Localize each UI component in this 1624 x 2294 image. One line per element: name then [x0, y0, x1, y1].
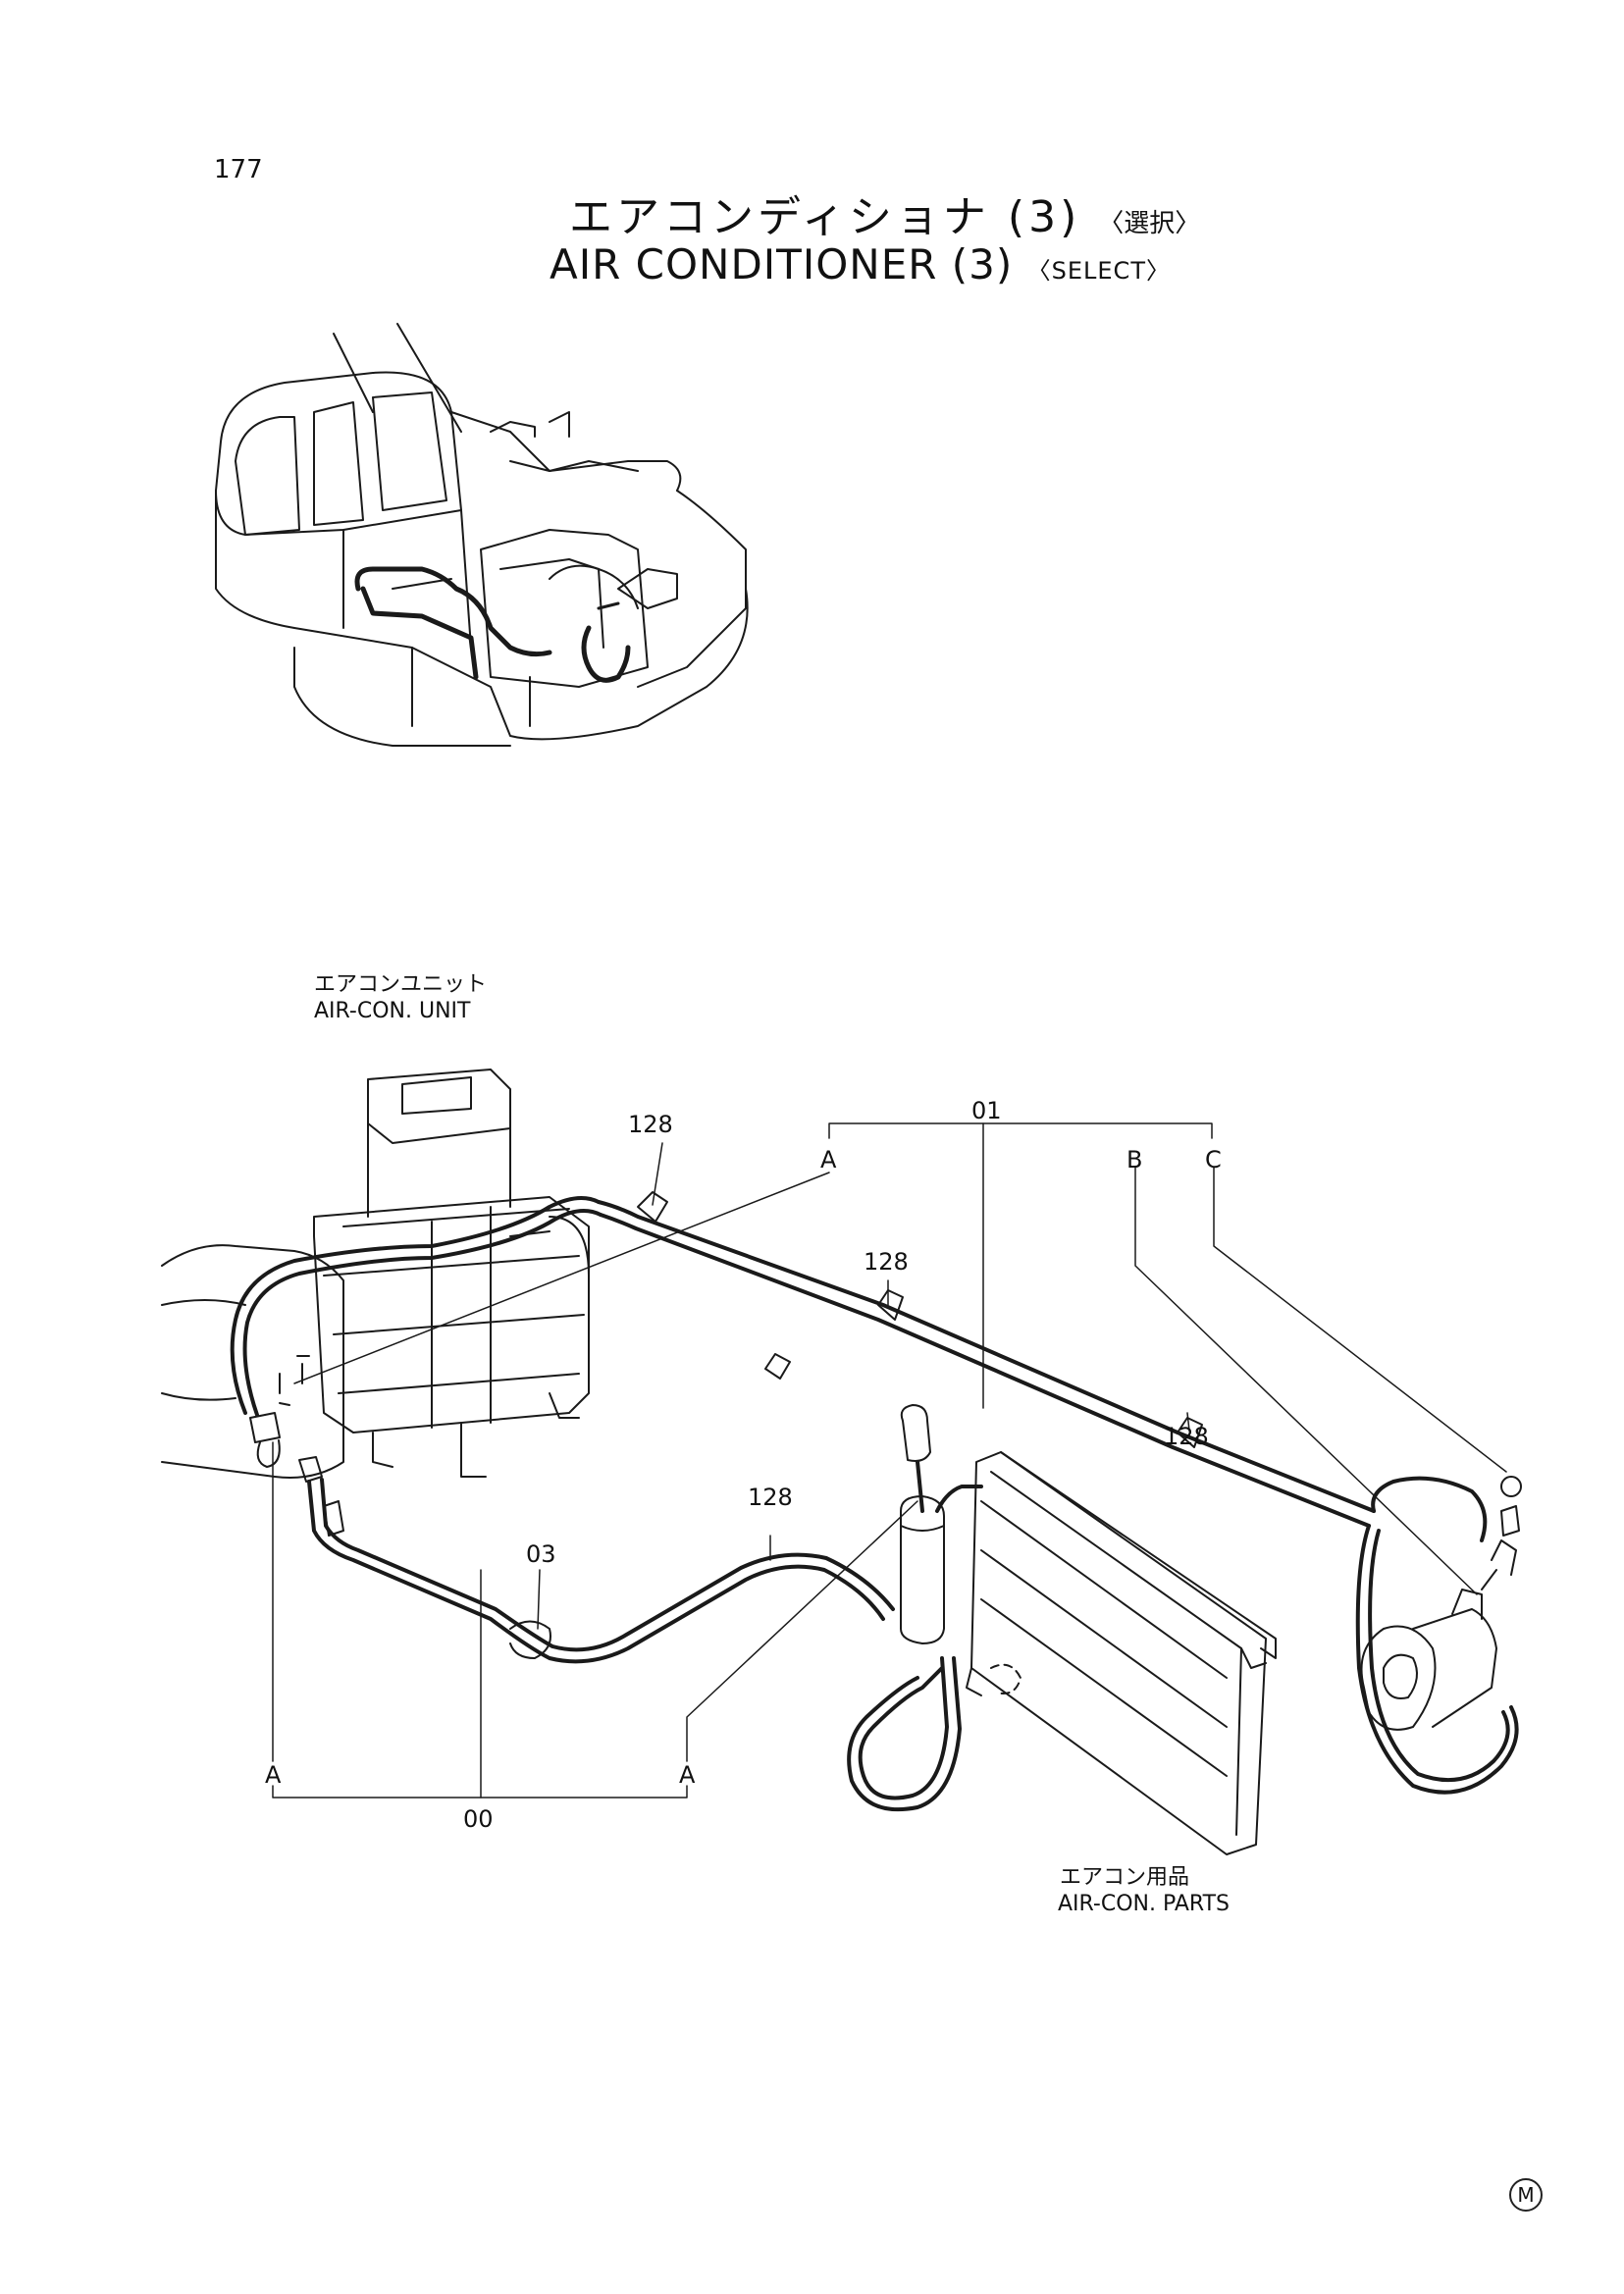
aircon-unit-label-jp: エアコンユニット: [314, 972, 488, 997]
ref-a-lower-left: A: [265, 1761, 282, 1789]
clamp-label-2: 128: [864, 1248, 909, 1276]
leader-lines: [272, 1122, 1507, 1799]
ref-a-lower-right: A: [679, 1761, 696, 1789]
aircon-parts-label-jp: エアコン用品: [1060, 1865, 1190, 1890]
clamp-label-1: 128: [628, 1111, 673, 1138]
title-en-text: AIR CONDITIONER (3): [550, 240, 1014, 288]
part-number-00: 00: [463, 1805, 494, 1833]
page-number: 177: [214, 155, 263, 184]
ref-b: B: [1126, 1146, 1143, 1173]
title-jp-select: 〈選択〉: [1098, 209, 1201, 238]
hose-01: [597, 1191, 1519, 1795]
part-number-03: 03: [526, 1540, 556, 1568]
page-title-english: AIR CONDITIONER (3) 〈SELECT〉: [550, 240, 1171, 288]
manufacturer-mark: M: [1509, 2178, 1543, 2212]
title-en-select: 〈SELECT〉: [1026, 257, 1171, 285]
hose-00: [307, 1478, 895, 1664]
ref-c: C: [1205, 1146, 1222, 1173]
aircon-unit-label-en: AIR-CON. UNIT: [314, 999, 471, 1023]
ref-a-upper: A: [820, 1146, 837, 1173]
title-jp-text: エアコンディショナ (3): [569, 192, 1081, 242]
aircon-unit-drawing: [161, 1069, 602, 1483]
condenser: [966, 1451, 1277, 1855]
part-number-01: 01: [971, 1097, 1002, 1124]
receiver-drier: [847, 1404, 983, 1812]
excavator-overview: [215, 323, 749, 747]
clamp-label-4: 128: [748, 1484, 793, 1511]
aircon-parts-label-en: AIR-CON. PARTS: [1058, 1892, 1230, 1916]
clamp-label-3: 128: [1164, 1423, 1209, 1450]
page-title-japanese: エアコンディショナ (3) 〈選択〉: [569, 182, 1200, 244]
compressor: [1360, 1476, 1522, 1731]
